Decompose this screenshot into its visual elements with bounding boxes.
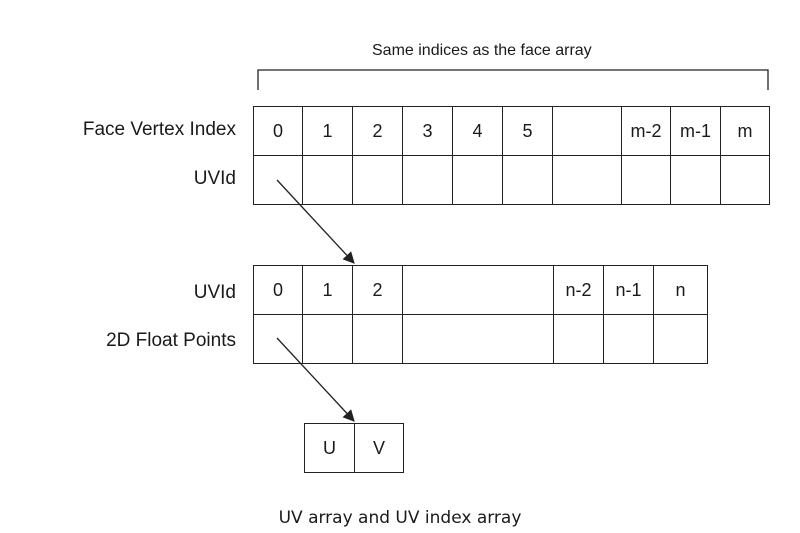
face-uvid-cell xyxy=(302,155,353,205)
face-index-cell: 5 xyxy=(502,106,553,156)
face-index-cell: m xyxy=(720,106,770,156)
face-uvid-cell xyxy=(352,155,403,205)
uvid-to-uv-arrow xyxy=(276,179,355,264)
uv-index-cell xyxy=(402,265,554,315)
uv-index-cell: n-2 xyxy=(553,265,604,315)
face-index-cell: 4 xyxy=(452,106,503,156)
face-vertex-index-label: Face Vertex Index xyxy=(82,119,236,140)
uv-index-cell: n xyxy=(653,265,708,315)
figure-caption: UV array and UV index array xyxy=(278,508,522,528)
face-uvid-cell xyxy=(621,155,671,205)
uv-point-cell xyxy=(302,314,353,364)
u-component-cell: U xyxy=(304,423,355,473)
face-index-cell: 0 xyxy=(253,106,303,156)
v-component-cell: V xyxy=(354,423,404,473)
span-bracket xyxy=(257,69,769,90)
span-label: Same indices as the face array xyxy=(372,42,592,59)
float-points-label: 2D Float Points xyxy=(106,330,236,351)
face-index-cell: 3 xyxy=(402,106,453,156)
face-uvid-cell xyxy=(552,155,622,205)
face-uvid-cell xyxy=(253,155,303,205)
uv-point-cell xyxy=(402,314,554,364)
uv-index-cell: 2 xyxy=(352,265,403,315)
face-uvid-label: UVId xyxy=(193,168,236,189)
uv-point-cell xyxy=(603,314,654,364)
face-index-cell xyxy=(552,106,622,156)
uv-point-cell xyxy=(352,314,403,364)
point-to-uv-components-arrow xyxy=(276,337,355,422)
uvid-label: UVId xyxy=(193,282,236,303)
uv-point-cell xyxy=(653,314,708,364)
uv-point-cell xyxy=(253,314,303,364)
face-uvid-cell xyxy=(452,155,503,205)
face-index-cell: 2 xyxy=(352,106,403,156)
uv-index-cell: n-1 xyxy=(603,265,654,315)
face-index-cell: 1 xyxy=(302,106,353,156)
face-index-cell: m-2 xyxy=(621,106,671,156)
uv-index-cell: 1 xyxy=(302,265,353,315)
face-uvid-cell xyxy=(670,155,721,205)
uv-point-cell xyxy=(553,314,604,364)
face-uvid-cell xyxy=(402,155,453,205)
face-uvid-cell xyxy=(502,155,553,205)
face-uvid-cell xyxy=(720,155,770,205)
uv-index-cell: 0 xyxy=(253,265,303,315)
face-index-cell: m-1 xyxy=(670,106,721,156)
